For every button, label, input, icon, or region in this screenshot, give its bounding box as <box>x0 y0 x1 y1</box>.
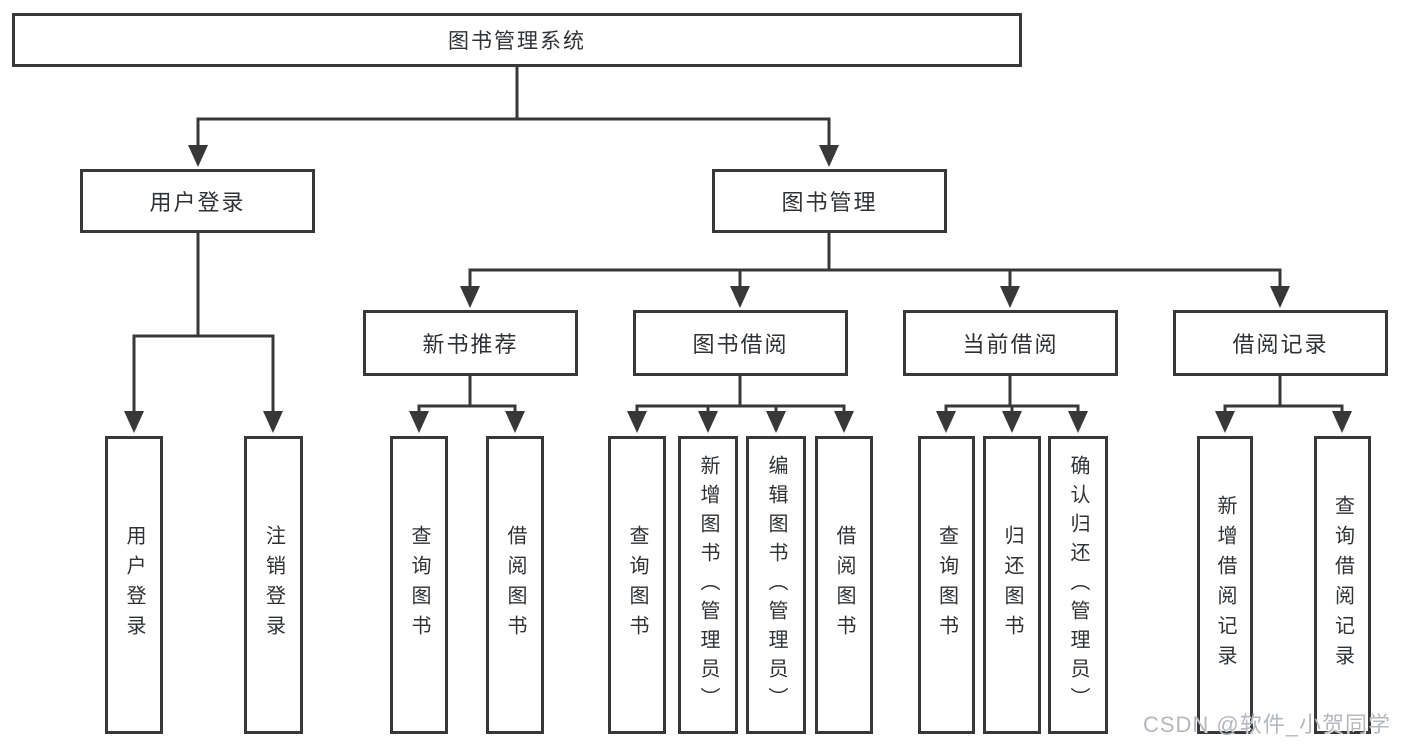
node-label: 借阅图书 <box>833 525 855 645</box>
node-label: 借阅记录 <box>1232 332 1329 357</box>
node-label: 新增借阅记录 <box>1214 495 1236 675</box>
node-current-borrowing: 当前借阅 <box>903 310 1118 376</box>
node-label: 查询图书 <box>626 525 648 645</box>
node-label: 查询图书 <box>408 525 430 645</box>
watermark-text: CSDN @软件_小贺同学 <box>1142 712 1391 737</box>
node-label: 查询借阅记录 <box>1331 495 1354 675</box>
node-label: 新书推荐 <box>422 332 519 357</box>
node-book-management: 图书管理 <box>712 169 947 233</box>
node-user-login: 用户登录 <box>80 169 315 233</box>
node-label: 图书借阅 <box>692 332 789 357</box>
node-label: 归还图书 <box>1001 525 1023 645</box>
node-label: 查询图书 <box>935 525 958 645</box>
node-label: 当前借阅 <box>962 332 1059 357</box>
node-label: 用户登录 <box>149 190 246 215</box>
node-label: 新增图书（管理员） <box>697 454 719 716</box>
node-label: 编辑图书（管理员） <box>765 454 787 716</box>
leaf-query-books-borrow: 查询图书 <box>608 436 666 734</box>
node-label: 图书管理系统 <box>448 30 586 53</box>
node-book-borrowing: 图书借阅 <box>633 310 848 376</box>
leaf-query-books-current: 查询图书 <box>918 436 975 734</box>
leaf-confirm-return-admin: 确认归还（管理员） <box>1048 436 1108 734</box>
leaf-borrow-books-recommend: 借阅图书 <box>486 436 544 734</box>
leaf-add-borrow-record: 新增借阅记录 <box>1197 436 1253 734</box>
node-new-book-recommend: 新书推荐 <box>363 310 578 376</box>
node-label: 图书管理 <box>781 190 878 215</box>
leaf-logout: 注销登录 <box>244 436 303 734</box>
leaf-user-login: 用户登录 <box>105 436 163 734</box>
node-label: 确认归还（管理员） <box>1067 454 1089 716</box>
leaf-add-books-admin: 新增图书（管理员） <box>678 436 738 734</box>
node-label: 借阅图书 <box>504 525 526 645</box>
leaf-return-books: 归还图书 <box>983 436 1041 734</box>
node-borrow-records: 借阅记录 <box>1173 310 1388 376</box>
node-label: 用户登录 <box>123 525 145 645</box>
leaf-query-books-recommend: 查询图书 <box>390 436 448 734</box>
leaf-borrow-books: 借阅图书 <box>815 436 873 734</box>
leaf-edit-books-admin: 编辑图书（管理员） <box>746 436 806 734</box>
leaf-query-borrow-record: 查询借阅记录 <box>1314 436 1371 734</box>
node-library-management-system: 图书管理系统 <box>12 13 1022 67</box>
node-label: 注销登录 <box>262 525 285 645</box>
